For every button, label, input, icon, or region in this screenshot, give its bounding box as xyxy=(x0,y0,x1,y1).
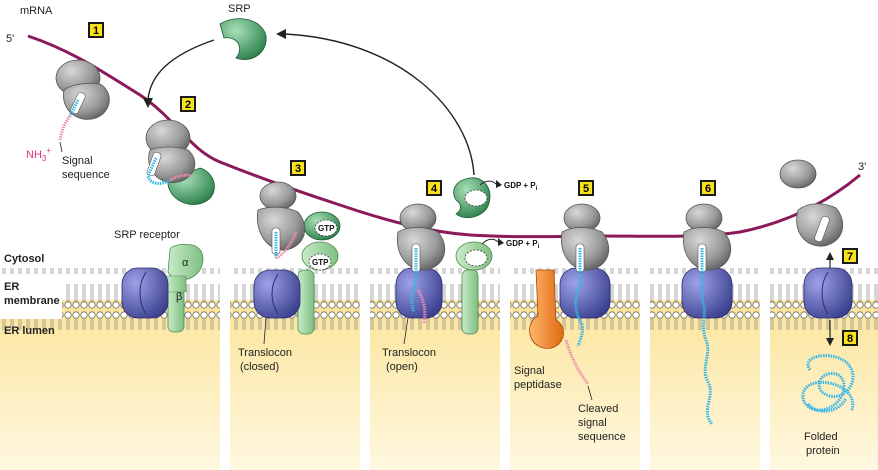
step-badge-4: 4 xyxy=(426,180,442,196)
label-translocon-closed-2: (closed) xyxy=(240,361,279,373)
label-gdp-pi-bottom: GDP + Pi xyxy=(506,239,540,250)
step-badge-6: 6 xyxy=(700,180,716,196)
label-translocon-open-1: Translocon xyxy=(382,347,436,359)
step-badge-8: 8 xyxy=(842,330,858,346)
label-srp-receptor: SRP receptor xyxy=(114,229,180,241)
svg-text:1: 1 xyxy=(93,25,99,37)
srp-receptor-step1 xyxy=(165,244,204,333)
translocon-step1 xyxy=(121,267,169,319)
label-translocon-closed-1: Translocon xyxy=(238,347,292,359)
step4-complex xyxy=(395,177,504,335)
label-translocon-open-2: (open) xyxy=(386,361,418,373)
label-er-lumen: ER lumen xyxy=(4,325,55,337)
step-badges: 1 2 3 4 5 6 7 8 xyxy=(88,22,858,346)
label-cleaved-3: sequence xyxy=(578,431,626,443)
srp-to-step2-arrow xyxy=(147,39,215,101)
label-beta: β xyxy=(176,291,182,303)
step-badge-2: 2 xyxy=(180,96,196,112)
ribosome-step2-with-srp xyxy=(145,119,215,205)
srp-to-step2-arrowhead xyxy=(143,98,153,108)
label-nh3: NH3+ xyxy=(26,146,51,163)
label-signal-seq-1: Signal xyxy=(62,155,93,167)
label-cleaved-1: Cleaved xyxy=(578,403,618,415)
label-gtp-receptor: GTP xyxy=(312,258,329,267)
label-five-prime: 5' xyxy=(6,33,14,45)
label-gdp-pi-top: GDP + Pi xyxy=(504,181,538,192)
label-mrna: mRNA xyxy=(20,5,53,17)
srp-recycle-arrow xyxy=(284,33,475,176)
step7-8-complex xyxy=(779,159,855,413)
svg-text:3: 3 xyxy=(295,163,301,175)
step-badge-1: 1 xyxy=(88,22,104,38)
srp-recycle-arrowhead xyxy=(276,29,286,39)
svg-text:7: 7 xyxy=(847,251,853,263)
step-badge-3: 3 xyxy=(290,160,306,176)
label-folded-1: Folded xyxy=(804,431,838,443)
cleaved-leader xyxy=(587,385,593,401)
free-srp xyxy=(219,18,267,60)
svg-text:6: 6 xyxy=(705,183,711,195)
label-signal-peptidase-2: peptidase xyxy=(514,379,562,391)
translocon-closed-leader xyxy=(263,317,267,345)
label-alpha: α xyxy=(182,257,189,269)
step5-complex xyxy=(529,203,611,385)
label-signal-peptidase-1: Signal xyxy=(514,365,545,377)
label-er: ER xyxy=(4,281,19,293)
label-signal-seq-2: sequence xyxy=(62,169,110,181)
label-membrane: membrane xyxy=(4,295,60,307)
step3-complex xyxy=(253,181,341,335)
step-badge-7: 7 xyxy=(842,248,858,264)
label-cytosol: Cytosol xyxy=(4,253,44,265)
ribosome-step1 xyxy=(55,59,110,141)
step6-complex xyxy=(681,203,733,425)
folded-protein xyxy=(801,354,855,413)
label-three-prime: 3' xyxy=(858,161,866,173)
label-folded-2: protein xyxy=(806,445,840,457)
translocon-open-leader xyxy=(403,317,409,345)
label-cleaved-2: signal xyxy=(578,417,607,429)
signal-peptidase xyxy=(529,269,564,349)
step-badge-5: 5 xyxy=(578,180,594,196)
svg-text:5: 5 xyxy=(583,183,589,195)
text-labels: mRNA 5' 3' SRP NH3+ Signal sequence SRP … xyxy=(4,3,866,457)
svg-text:2: 2 xyxy=(185,99,191,111)
label-srp: SRP xyxy=(228,3,251,15)
signal-seq-leader xyxy=(59,141,63,153)
label-gtp-srp: GTP xyxy=(318,224,335,233)
svg-text:4: 4 xyxy=(431,183,438,195)
svg-text:8: 8 xyxy=(847,333,853,345)
